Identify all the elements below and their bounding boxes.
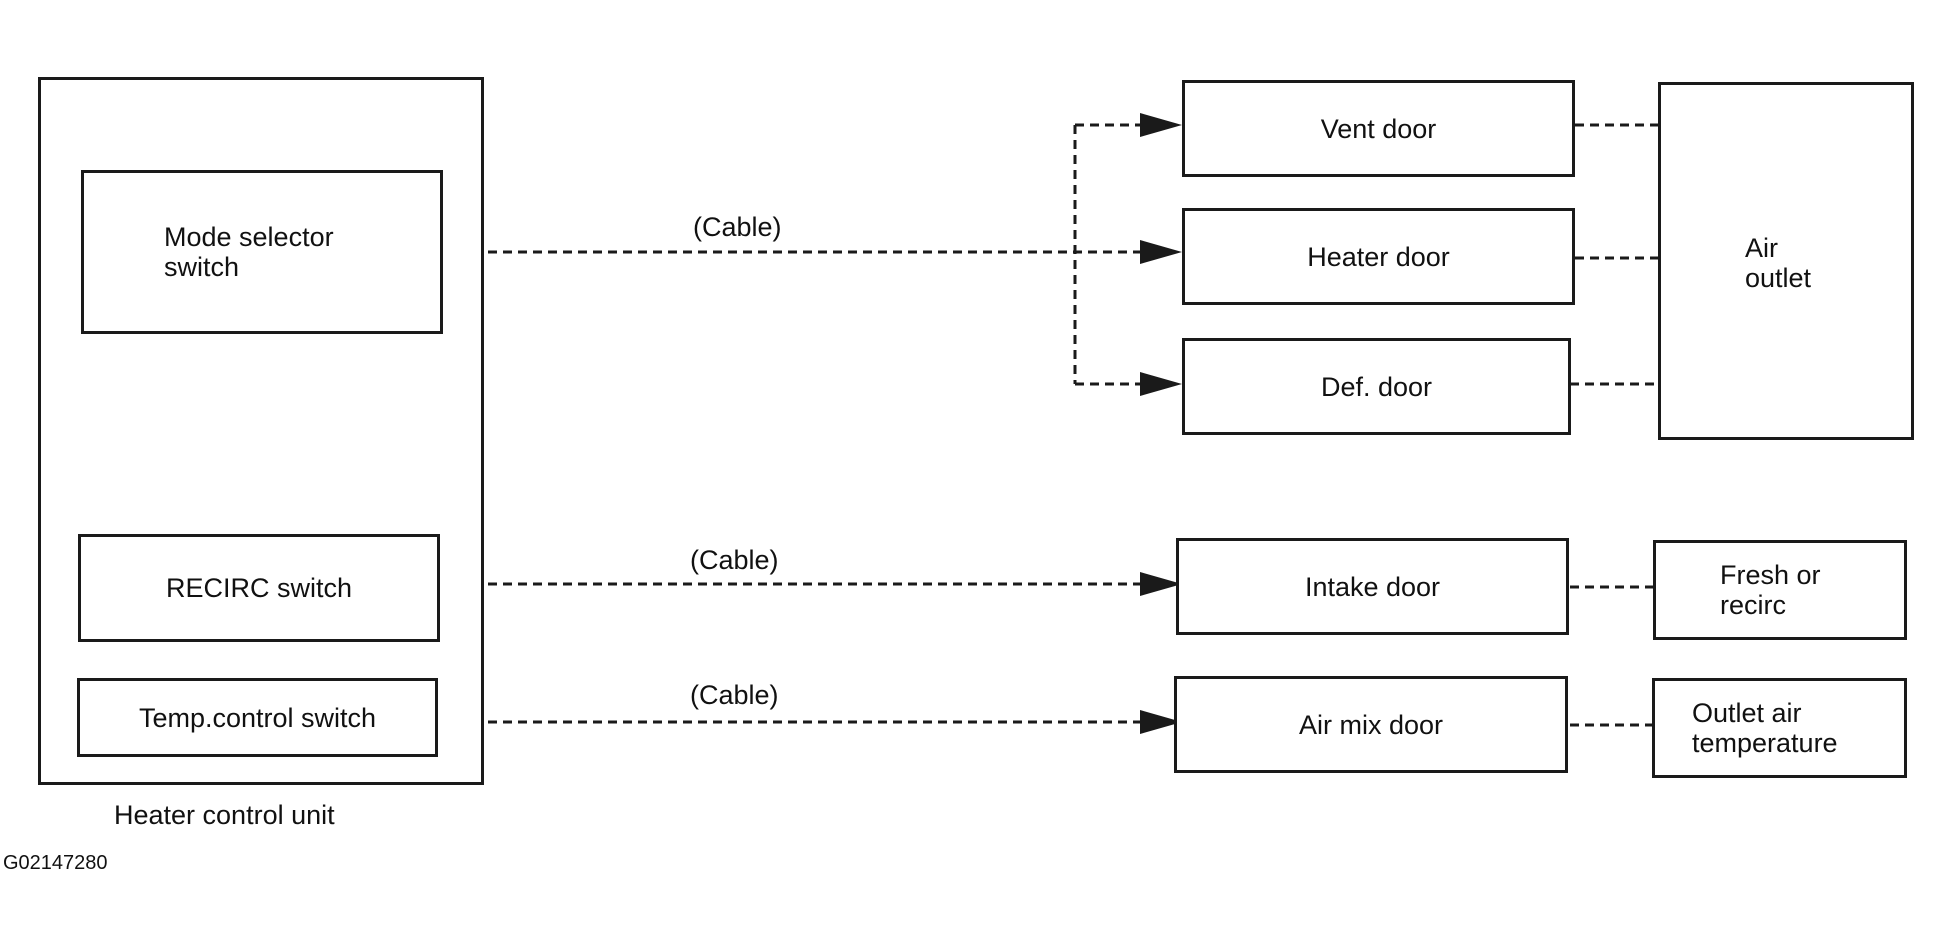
mode-cable-label: (Cable) bbox=[693, 212, 782, 242]
air-mix-door-box: Air mix door bbox=[1174, 676, 1568, 773]
recirc-switch: RECIRC switch bbox=[78, 534, 440, 642]
mode-selector-label-line1: Mode selector bbox=[164, 222, 334, 252]
heater-control-unit-caption: Heater control unit bbox=[114, 800, 335, 830]
def-door-label: Def. door bbox=[1320, 371, 1433, 402]
outlet-temp-label-line2: temperature bbox=[1692, 728, 1838, 758]
fresh-recirc-label-line2: recirc bbox=[1720, 590, 1786, 620]
recirc-switch-label: RECIRC switch bbox=[165, 573, 353, 603]
airmix-arrow-icon bbox=[1140, 710, 1182, 734]
heater-arrow-icon bbox=[1140, 240, 1182, 264]
outlet-temp-label-line1: Outlet air bbox=[1692, 698, 1802, 728]
outlet-temp-box: Outlet air temperature bbox=[1652, 678, 1907, 778]
def-arrow-icon bbox=[1140, 372, 1182, 396]
figure-code: G02147280 bbox=[3, 852, 108, 874]
air-outlet-label-line1: Air bbox=[1745, 233, 1778, 263]
recirc-cable-label: (Cable) bbox=[690, 545, 779, 575]
vent-door-box: Vent door bbox=[1182, 80, 1575, 177]
temp-control-switch-label: Temp.control switch bbox=[138, 702, 377, 733]
fresh-recirc-label-line1: Fresh or bbox=[1720, 560, 1821, 590]
air-outlet-label-line2: outlet bbox=[1745, 263, 1812, 293]
mode-selector-label-line2: switch bbox=[164, 252, 240, 282]
vent-door-label: Vent door bbox=[1320, 113, 1437, 144]
intake-door-box: Intake door bbox=[1176, 538, 1569, 635]
mode-selector-switch: Mode selector switch bbox=[81, 170, 443, 334]
vent-arrow-icon bbox=[1140, 113, 1182, 137]
heater-door-label: Heater door bbox=[1307, 241, 1450, 272]
fresh-recirc-box: Fresh or recirc bbox=[1653, 540, 1907, 640]
air-outlet-box: Air outlet bbox=[1658, 82, 1914, 440]
temp-cable-label: (Cable) bbox=[690, 680, 779, 710]
def-door-box: Def. door bbox=[1182, 338, 1571, 435]
heater-door-box: Heater door bbox=[1182, 208, 1575, 305]
temp-control-switch: Temp.control switch bbox=[77, 678, 438, 757]
intake-door-label: Intake door bbox=[1304, 571, 1441, 602]
air-mix-door-label: Air mix door bbox=[1298, 709, 1444, 740]
intake-arrow-icon bbox=[1140, 572, 1182, 596]
